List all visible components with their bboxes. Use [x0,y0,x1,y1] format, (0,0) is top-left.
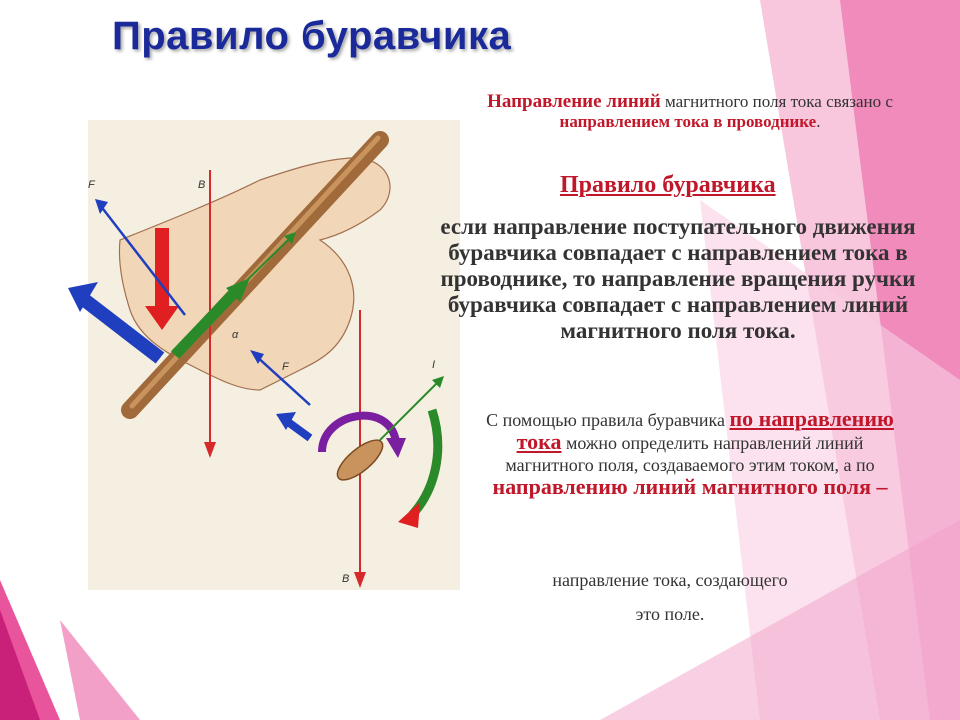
intro-highlight-1: Направление линий [487,91,661,112]
usage-text-1: С помощью правила буравчика [486,410,730,430]
purple-rotation-arrowhead [386,438,406,458]
gimlet-body [336,439,384,481]
tail-line-1: направление тока, создающего [552,570,788,590]
label-alpha: α [232,329,239,341]
usage-text-5: – [870,474,888,499]
f-line-thin [99,204,186,316]
blue-force-arrowhead-small [276,412,296,430]
usage-text-3: можно определить направлений линий магни… [505,433,875,475]
pink-stripe-bottom [600,520,960,720]
gimlet-rule-figure: F B α I F B [68,120,460,590]
pink-stripe-left-2 [0,610,40,720]
rule-title: Правило буравчика [560,172,776,198]
green-thin-line [234,237,291,293]
intro-text-4: . [816,112,821,131]
green-current-arrow [171,288,239,359]
blue-force-arrow-small [285,418,313,442]
blue-force-arrowhead [68,282,98,312]
blue-force-arrow [77,292,165,364]
rule-paragraph: если направление поступательного движени… [440,214,916,343]
intro-highlight-2: направлением тока в проводнике [559,112,817,131]
b-line-left-arrowhead [204,442,216,458]
red-current-arrow-head [145,306,179,330]
usage-highlight-1: по направлению тока [516,406,894,454]
f-line-thin-arrowhead [95,199,108,214]
green-thin-arrowhead [284,232,296,244]
f-line-right [254,354,311,406]
label-f-right: F [282,361,290,373]
usage-paragraph: С помощью правила буравчика по направлен… [480,408,900,499]
intro-text-2: магнитного поля тока связано с [660,92,893,111]
label-f-top: F [88,179,96,191]
label-b-bottom: B [342,573,349,585]
label-b-top: B [198,179,205,191]
usage-highlight-2: направлению линий магнитного поля [492,474,871,499]
i-line-arrowhead [432,376,444,388]
tail-line-2: это поле. [635,604,705,624]
label-i: I [432,359,435,371]
red-current-arrow-shaft [155,228,169,306]
f-line-right-arrowhead [250,350,264,364]
intro-paragraph: Направление линий магнитного поля тока с… [470,92,910,132]
pink-stripe-left-3 [60,620,140,720]
red-curved-arrowhead [398,502,420,528]
i-line [379,381,439,441]
b-line-right-arrowhead [354,572,366,588]
page-title: Правило буравчика [112,14,512,58]
